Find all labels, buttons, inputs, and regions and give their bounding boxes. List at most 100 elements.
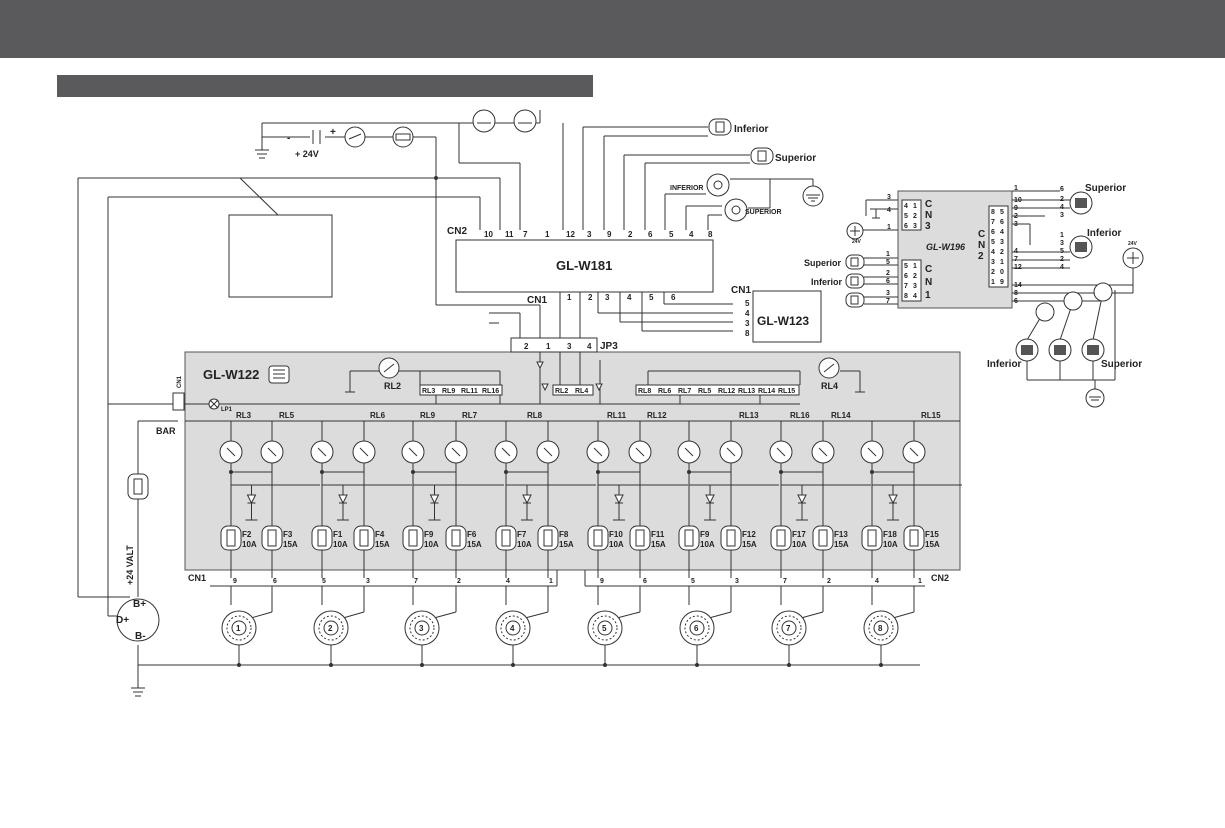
svg-text:4: 4 xyxy=(904,203,908,210)
svg-text:5: 5 xyxy=(1000,209,1004,216)
svg-text:RL11: RL11 xyxy=(461,388,478,395)
svg-text:1: 1 xyxy=(925,290,931,301)
svg-text:3: 3 xyxy=(587,230,592,239)
fuse-icon xyxy=(353,525,375,551)
fuse-rating: 15A xyxy=(651,540,666,549)
svg-text:14: 14 xyxy=(1014,282,1022,289)
control-unit-box xyxy=(228,214,333,298)
bar-label: BAR xyxy=(156,426,176,436)
svg-text:RL4: RL4 xyxy=(575,388,588,395)
voltage-label: + 24V xyxy=(295,149,319,159)
fuse-name: F8 xyxy=(559,530,569,539)
cn1-bottom-label: CN1 xyxy=(188,573,206,583)
fuse-rating: 10A xyxy=(609,540,624,549)
fuse-icon xyxy=(812,525,834,551)
svg-text:6: 6 xyxy=(1000,219,1004,226)
svg-text:4: 4 xyxy=(887,207,891,214)
fuse-name: F4 xyxy=(375,530,385,539)
svg-text:2: 2 xyxy=(628,230,633,239)
burner-icon xyxy=(1069,235,1093,259)
svg-text:RL6: RL6 xyxy=(658,388,671,395)
fuse-icon xyxy=(720,525,742,551)
w181-to-w123-wiring xyxy=(489,292,733,345)
fuse-icon xyxy=(629,525,651,551)
svg-text:4: 4 xyxy=(1060,204,1064,211)
plus-terminal-icon xyxy=(1122,247,1144,269)
relay-contact-icon xyxy=(719,440,743,464)
fuse-icon xyxy=(587,525,609,551)
superior-sensor-label: Superior xyxy=(775,153,816,164)
svg-text:2: 2 xyxy=(1000,249,1004,256)
svg-text:2: 2 xyxy=(1060,256,1064,263)
motor-icon: 2 xyxy=(313,610,349,646)
relay-contact-icon xyxy=(902,440,926,464)
burner-icon xyxy=(1081,338,1105,362)
superior-w196-label: Superior xyxy=(804,258,842,268)
fuse-icon xyxy=(537,525,559,551)
svg-text:4: 4 xyxy=(1014,248,1018,255)
w181-board xyxy=(455,239,714,293)
svg-text:11: 11 xyxy=(505,230,514,239)
svg-text:3: 3 xyxy=(886,290,890,297)
inferior-w196-label: Inferior xyxy=(811,277,843,287)
svg-text:10: 10 xyxy=(1014,197,1022,204)
ground-icon xyxy=(1085,388,1105,408)
fuse-name: F17 xyxy=(792,530,806,539)
fuse-name: F9 xyxy=(700,530,710,539)
sensor-icon xyxy=(708,118,732,136)
relay-contact-icon xyxy=(401,440,425,464)
relay-contact-icon xyxy=(310,440,334,464)
svg-text:5: 5 xyxy=(1060,248,1064,255)
svg-text:CN1: CN1 xyxy=(177,375,183,388)
motor-number: 5 xyxy=(602,624,607,633)
fuse-name: F3 xyxy=(283,530,293,539)
relay-contact-icon xyxy=(494,440,518,464)
svg-text:2: 2 xyxy=(588,293,593,302)
cn1-top-label: CN1 xyxy=(527,295,547,306)
fuse-icon xyxy=(770,525,792,551)
w196-cn1-block: 5 1 6 2 7 3 8 4 xyxy=(901,259,922,302)
b-plus-label: B+ xyxy=(133,599,146,610)
relay-contact-icon xyxy=(811,440,835,464)
svg-text:4: 4 xyxy=(587,342,592,351)
svg-text:RL14: RL14 xyxy=(758,388,775,395)
cn1-bottom-pin-row: 9 6 5 3 7 2 4 1 xyxy=(233,578,553,585)
fuse-rating: 10A xyxy=(242,540,257,549)
motor-number: 8 xyxy=(878,624,883,633)
diode-icon xyxy=(245,485,258,521)
sensor-icon xyxy=(845,254,865,270)
inferior-right-label: Inferior xyxy=(1087,228,1122,239)
relay-contact-icon xyxy=(677,440,701,464)
fuse-name: F13 xyxy=(834,530,848,539)
svg-text:6: 6 xyxy=(991,229,995,236)
svg-text:1: 1 xyxy=(567,293,572,302)
motor-number: 2 xyxy=(328,624,333,633)
fuse-rating: 15A xyxy=(375,540,390,549)
svg-text:8: 8 xyxy=(904,293,908,300)
inferior-fan-label: INFERIOR xyxy=(670,185,703,192)
svg-text:9: 9 xyxy=(607,230,612,239)
svg-text:6: 6 xyxy=(273,578,277,585)
svg-text:2: 2 xyxy=(886,270,890,277)
ground-symbol xyxy=(255,149,269,159)
cn2-top-label: CN2 xyxy=(447,226,467,237)
section-title-bar xyxy=(57,75,593,97)
svg-text:1: 1 xyxy=(886,251,890,258)
svg-text:4: 4 xyxy=(745,309,750,318)
svg-text:5: 5 xyxy=(649,293,654,302)
output-channels: F210AF315AF110AF415AF910AF615AF710AF815A… xyxy=(219,421,962,578)
fuse-rating: 15A xyxy=(742,540,757,549)
svg-text:6: 6 xyxy=(643,578,647,585)
jp3-pin-row: 2 1 3 4 xyxy=(524,342,592,351)
d-plus-label: D+ xyxy=(116,615,129,626)
fan-icon xyxy=(724,198,748,222)
svg-text:10: 10 xyxy=(484,230,493,239)
battery-icon xyxy=(116,598,160,642)
w196-cn2-label: C N 2 xyxy=(978,229,985,262)
relay-group-mid: RL2 RL4 xyxy=(552,384,594,396)
relay-icon xyxy=(378,357,400,379)
svg-text:2: 2 xyxy=(827,578,831,585)
svg-text:C: C xyxy=(925,264,932,275)
svg-text:9: 9 xyxy=(1014,205,1018,212)
svg-text:RL16: RL16 xyxy=(790,411,810,420)
